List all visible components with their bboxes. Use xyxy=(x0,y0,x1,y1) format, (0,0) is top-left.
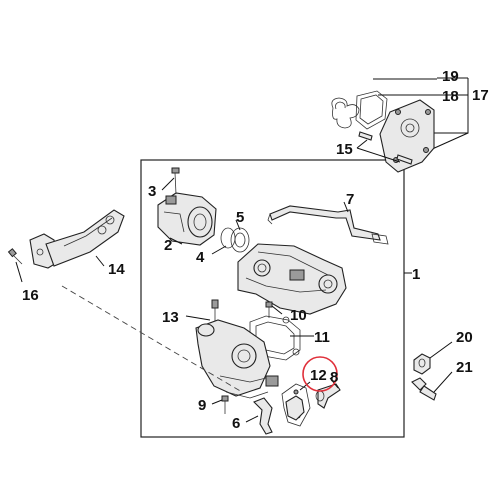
nut-20 xyxy=(413,353,431,375)
callout-2: 2 xyxy=(164,237,172,254)
assembly-frame xyxy=(140,159,405,438)
gasket-4 xyxy=(220,227,236,249)
leader-20 xyxy=(429,341,453,359)
pipe-7 xyxy=(267,205,389,245)
thermostat-housing-1 xyxy=(195,319,279,399)
leader-4 xyxy=(211,245,227,255)
leader-14 xyxy=(95,255,105,267)
bolt-9 xyxy=(221,395,229,414)
callout-19: 19 xyxy=(442,68,459,85)
bolt-21 xyxy=(411,377,437,401)
callout-5: 5 xyxy=(236,209,244,226)
leader-10 xyxy=(271,305,283,315)
leader-12 xyxy=(299,381,311,391)
bolt-3 xyxy=(171,167,180,195)
callout-3: 3 xyxy=(148,183,156,200)
leader-7 xyxy=(343,201,349,213)
callout-15: 15 xyxy=(336,141,353,158)
pin-15a xyxy=(358,131,373,141)
callout-12: 12 xyxy=(310,367,327,384)
callout-9: 9 xyxy=(198,397,206,414)
callout-6: 6 xyxy=(232,415,240,432)
leader-5 xyxy=(235,219,241,231)
callout-18: 18 xyxy=(442,88,459,105)
bracket-14 xyxy=(29,209,125,269)
leader-6 xyxy=(245,415,259,423)
callout-11: 11 xyxy=(314,329,330,346)
egr-valve-2 xyxy=(157,192,217,246)
bolt-10 xyxy=(265,301,273,318)
bolt-16 xyxy=(7,248,23,265)
hose-fitting-6 xyxy=(253,397,273,435)
callout-13: 13 xyxy=(162,309,179,326)
pin-15b xyxy=(396,154,413,165)
callout-7: 7 xyxy=(346,191,354,208)
callout-17: 17 xyxy=(472,87,489,104)
leader-16 xyxy=(15,261,23,283)
callout-4: 4 xyxy=(196,249,205,266)
leader-15b xyxy=(356,147,401,163)
callout-1: 1 xyxy=(412,266,420,283)
leader-21 xyxy=(433,371,453,393)
callout-10: 10 xyxy=(290,307,307,324)
gasket-18 xyxy=(355,90,388,130)
fitting-8 xyxy=(315,383,341,409)
alignment-line xyxy=(61,285,243,393)
leader-2 xyxy=(169,237,183,245)
callout-20: 20 xyxy=(456,329,473,346)
gasket-5 xyxy=(230,227,250,253)
callout-8: 8 xyxy=(330,369,338,386)
callout-21: 21 xyxy=(456,359,473,376)
leader-3 xyxy=(161,177,175,191)
leader-17-low xyxy=(429,132,469,151)
callout-14: 14 xyxy=(108,261,125,278)
callout-16: 16 xyxy=(22,287,39,304)
highlight-circle xyxy=(302,356,338,392)
gasket-19 xyxy=(331,97,360,129)
leader-13 xyxy=(185,315,211,321)
leader-15a xyxy=(356,139,368,149)
leader-9 xyxy=(211,399,223,405)
manifold-body-1 xyxy=(237,243,347,315)
gasket-12 xyxy=(281,383,311,427)
